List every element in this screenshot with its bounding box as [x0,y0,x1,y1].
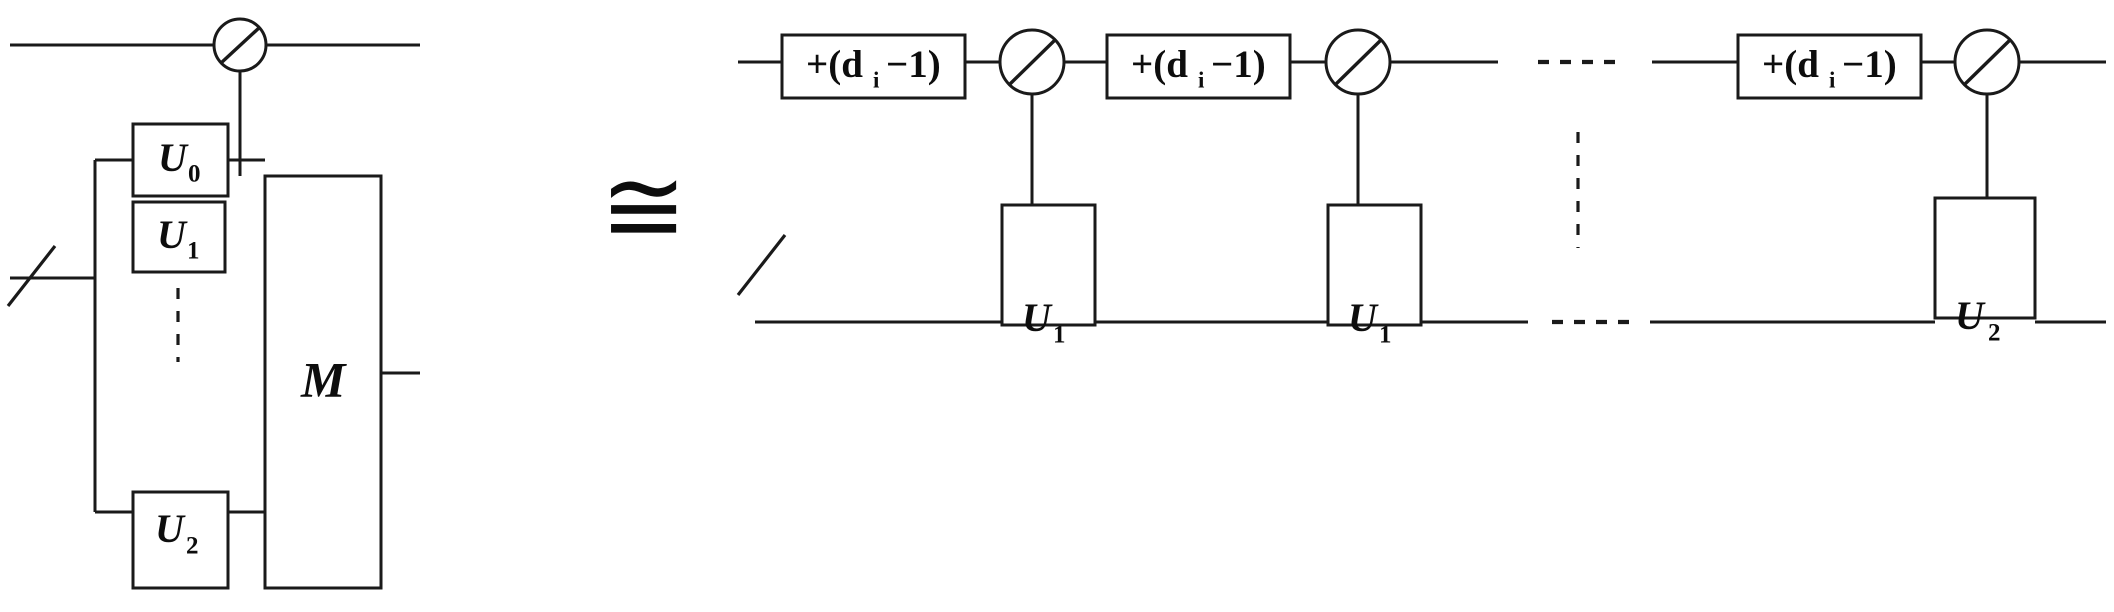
right-gate-u1-b[interactable]: U 1 [1326,203,1423,349]
adder-3-text: +(d [1762,43,1819,86]
congruence-symbol: ≅ [600,150,687,265]
u0-label: U [158,135,189,180]
u1-box[interactable] [131,200,227,274]
left-bus-slash-icon [6,245,57,307]
right-measurement-icon-3 [1953,28,2021,96]
adder-1-text: +(d [806,43,863,86]
right-adder-1[interactable]: +(d i −1) [780,33,967,100]
left-measurement-icon [212,17,268,73]
u2-box[interactable] [131,490,230,590]
u2-subscript: 2 [186,533,199,560]
u1b-subscript: 1 [1379,322,1392,349]
left-gate-m[interactable]: M [263,174,420,590]
adder-2-text: +(d [1131,43,1188,86]
adder-3-box[interactable] [1736,33,1923,100]
u2-right-label: U [1955,293,1986,338]
u1b-box[interactable] [1326,203,1423,327]
measurement-slash-2 [1334,37,1384,86]
adder-2-subscript: i [1198,67,1205,92]
measurement-slash [219,25,262,65]
adder-1-tail: −1) [886,43,941,86]
right-adder-2[interactable]: +(d i −1) [1105,33,1292,100]
u1b-label: U [1348,295,1379,340]
u2-label: U [155,506,186,551]
u0-subscript: 0 [188,161,201,188]
adder-1-subscript: i [873,67,880,92]
left-circuit: U 0 U 1 U 2 M [6,17,420,590]
left-gate-u2[interactable]: U 2 [95,490,265,590]
right-adder-3[interactable]: +(d i −1) [1736,33,1923,100]
right-bus-slash-icon [736,234,787,296]
right-gate-u1-a[interactable]: U 1 [1000,203,1097,349]
adder-2-tail: −1) [1211,43,1266,86]
right-measurement-icon-2 [1324,28,1392,96]
adder-3-subscript: i [1829,67,1836,92]
left-gate-u0[interactable]: U 0 [95,122,265,198]
adder-3-tail: −1) [1842,43,1897,86]
m-box[interactable] [263,174,383,590]
measurement-slash-1 [1008,37,1058,86]
u1a-label: U [1022,295,1053,340]
u1a-subscript: 1 [1053,322,1066,349]
right-measurement-icon-1 [998,28,1066,96]
u1-label: U [157,212,188,257]
right-circuit: +(d i −1) +(d i −1) [736,28,2106,349]
u1-subscript: 1 [187,238,200,265]
measurement-slash-3 [1963,37,2013,86]
adder-1-box[interactable] [780,33,967,100]
m-label: M [300,351,347,407]
u2-right-box[interactable] [1933,196,2037,320]
u1a-box[interactable] [1000,203,1097,327]
right-gate-u2[interactable]: U 2 [1933,196,2037,347]
u2-right-subscript: 2 [1988,320,2001,347]
left-gate-u1[interactable]: U 1 [131,200,227,274]
adder-2-box[interactable] [1105,33,1292,100]
